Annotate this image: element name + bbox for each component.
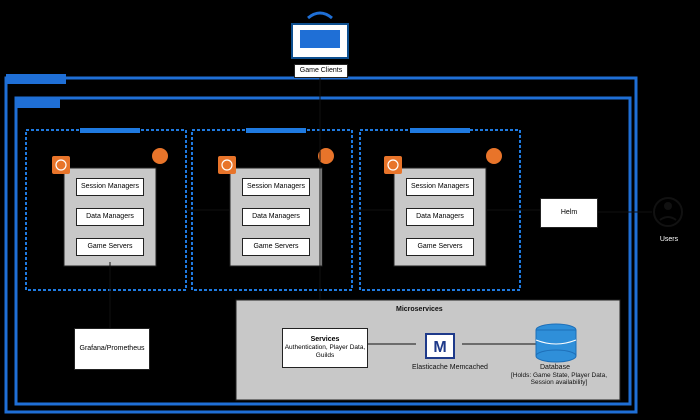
users-label: Users: [659, 236, 679, 243]
region-frame: [14, 96, 632, 406]
game-servers-1[interactable]: Game Servers: [76, 238, 144, 256]
microservices-title: Microservices: [396, 306, 443, 313]
data-managers-3[interactable]: Data Managers: [406, 208, 474, 226]
game-servers-3[interactable]: Game Servers: [406, 238, 474, 256]
game-servers-2[interactable]: Game Servers: [242, 238, 310, 256]
svg-text:M: M: [433, 339, 446, 356]
aws-cloud-frame: [4, 76, 638, 414]
users-icon: [653, 197, 683, 227]
k8s-icon: [152, 148, 502, 164]
session-managers-2[interactable]: Session Managers: [242, 178, 310, 196]
region-tag: [16, 98, 60, 108]
connectors: [109, 78, 652, 345]
monitor-icon: [291, 11, 349, 59]
cluster-header-2: [246, 128, 306, 133]
helm-box[interactable]: Helm: [540, 198, 598, 228]
database-icon: [535, 323, 577, 363]
database-desc: [Holds: Game State, Player Data, Session…: [510, 372, 608, 387]
monitoring-box[interactable]: Grafana/Prometheus: [74, 328, 150, 370]
data-managers-2[interactable]: Data Managers: [242, 208, 310, 226]
services-desc: Authentication, Player Data, Guilds: [284, 344, 366, 360]
cluster-header-1: [80, 128, 140, 133]
memcached-icon: M: [425, 333, 455, 359]
data-managers-1[interactable]: Data Managers: [76, 208, 144, 226]
aws-icon: [52, 156, 402, 174]
session-managers-3[interactable]: Session Managers: [406, 178, 474, 196]
cache-label: Elasticache Memcached: [412, 364, 488, 371]
services-box[interactable]: Services Authentication, Player Data, Gu…: [282, 328, 368, 368]
session-managers-1[interactable]: Session Managers: [76, 178, 144, 196]
aws-cloud-tag: [6, 74, 66, 84]
services-title: Services: [310, 336, 340, 343]
database-title: Database: [540, 364, 570, 371]
cluster-header-3: [410, 128, 470, 133]
clients-label: Game Clients: [294, 64, 348, 78]
